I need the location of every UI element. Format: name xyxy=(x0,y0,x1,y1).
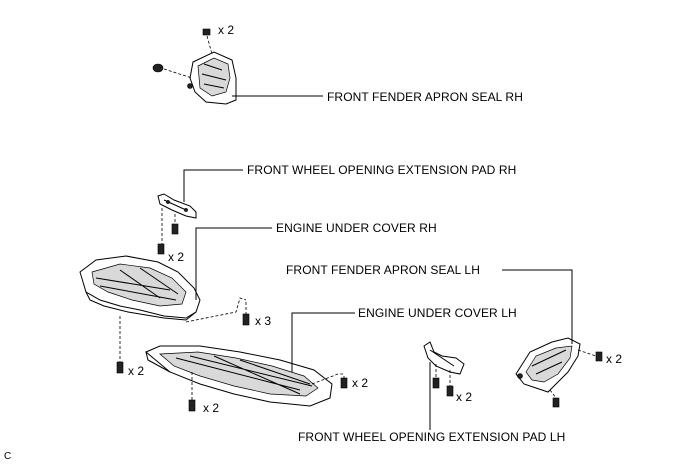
qty-center-bolts: x 3 xyxy=(255,314,272,328)
seal-rh-top-clip xyxy=(202,28,213,55)
front-fender-apron-seal-lh-part xyxy=(515,337,581,393)
label-front-wheel-opening-extension-pad-lh: FRONT WHEEL OPENING EXTENSION PAD LH xyxy=(298,430,566,444)
cover-lh-right-bolts xyxy=(311,373,348,389)
leader-wheel-pad-rh xyxy=(183,169,243,202)
qty-cover-lh-right: x 2 xyxy=(352,376,369,390)
label-front-wheel-opening-extension-pad-rh: FRONT WHEEL OPENING EXTENSION PAD RH xyxy=(247,163,517,177)
engine-under-cover-lh-part xyxy=(145,345,333,407)
front-wheel-opening-extension-pad-lh-part xyxy=(423,341,465,375)
engine-under-cover-rh-part xyxy=(79,255,201,321)
leader-under-cover-rh xyxy=(195,227,272,300)
front-wheel-opening-extension-pad-rh-part xyxy=(157,193,197,219)
qty-seal-lh-bolts: x 2 xyxy=(606,352,623,366)
label-engine-under-cover-rh: ENGINE UNDER COVER RH xyxy=(276,221,437,235)
cover-lh-bottom-bolts xyxy=(188,372,196,412)
label-front-fender-apron-seal-rh: FRONT FENDER APRON SEAL RH xyxy=(327,90,523,104)
cover-rh-bottom-bolts xyxy=(116,316,124,374)
qty-cover-lh-bottom: x 2 xyxy=(203,401,220,415)
pad-lh-bolts xyxy=(432,364,454,397)
seal-lh-bolts xyxy=(549,349,603,408)
qty-seal-rh-top: x 2 xyxy=(218,23,235,37)
label-front-fender-apron-seal-lh: FRONT FENDER APRON SEAL LH xyxy=(286,263,480,277)
qty-pad-lh-bolts: x 2 xyxy=(456,390,473,404)
figure-code: C xyxy=(4,451,12,462)
pad-rh-bolts xyxy=(157,208,179,255)
qty-cover-rh-bottom: x 2 xyxy=(128,364,145,378)
center-bolts xyxy=(185,297,250,326)
leader-under-cover-lh xyxy=(291,312,355,372)
seal-rh-side-clip xyxy=(152,63,193,79)
qty-pad-rh-bolts: x 2 xyxy=(168,250,185,264)
front-fender-apron-seal-rh-part xyxy=(187,51,237,105)
leader-fender-seal-lh xyxy=(502,269,573,344)
label-engine-under-cover-lh: ENGINE UNDER COVER LH xyxy=(358,306,517,320)
